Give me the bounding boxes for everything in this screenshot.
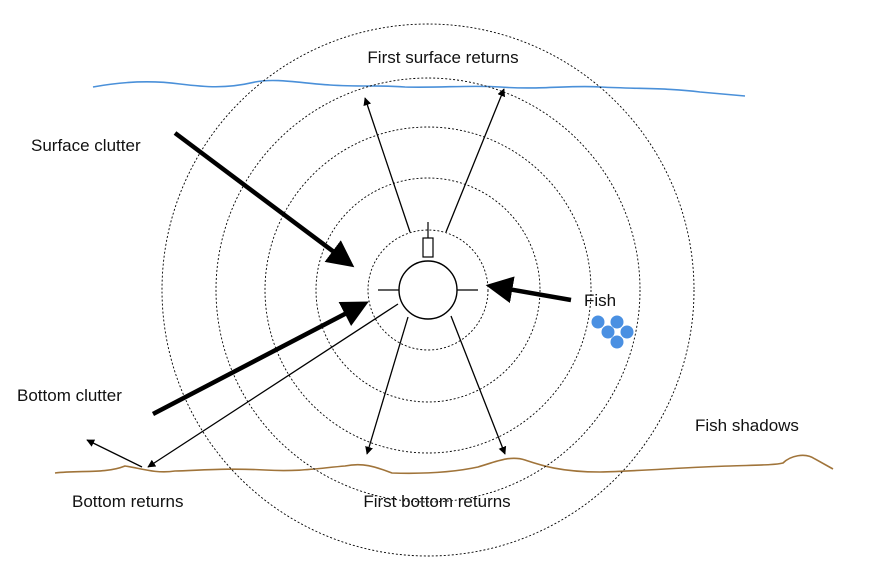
beam-arrow-up-left bbox=[363, 97, 411, 233]
surface-clutter-arrow bbox=[173, 131, 355, 268]
first-surface-returns-label: First surface returns bbox=[367, 48, 518, 67]
bottom-clutter-arrow bbox=[151, 301, 369, 416]
fish-dot bbox=[601, 325, 615, 339]
transducer-body bbox=[398, 260, 458, 320]
range-ring-3 bbox=[264, 126, 592, 454]
bottom-bounce-arrow bbox=[86, 439, 143, 468]
beam-arrow-up-right bbox=[445, 88, 506, 233]
surface-clutter-label: Surface clutter bbox=[31, 136, 141, 155]
bottom-clutter-label: Bottom clutter bbox=[17, 386, 122, 405]
beam-arrows bbox=[86, 88, 507, 468]
beam-arrow-down-right bbox=[450, 315, 507, 455]
fish-arrow bbox=[485, 276, 572, 304]
bottom-return-arrow bbox=[147, 303, 399, 468]
range-ring-5 bbox=[161, 23, 695, 557]
annotation-arrows bbox=[151, 131, 572, 416]
beam-arrow-down-left bbox=[365, 316, 409, 455]
bottom-returns-label: Bottom returns bbox=[72, 492, 184, 511]
fish-dot bbox=[610, 335, 624, 349]
fish-label: Fish bbox=[584, 291, 616, 310]
fish-school bbox=[591, 315, 634, 349]
fish-shadows-label: Fish shadows bbox=[695, 416, 799, 435]
range-ring-2 bbox=[315, 177, 541, 403]
fish-dot bbox=[610, 315, 624, 329]
fish-dot bbox=[620, 325, 634, 339]
water-surface-line bbox=[92, 79, 746, 97]
first-bottom-returns-label: First bottom returns bbox=[363, 492, 510, 511]
sonar-transducer bbox=[378, 222, 478, 320]
range-ring-4 bbox=[215, 77, 641, 503]
transducer-mast bbox=[422, 237, 434, 258]
fish-dot bbox=[591, 315, 605, 329]
seabed-line bbox=[54, 454, 834, 475]
